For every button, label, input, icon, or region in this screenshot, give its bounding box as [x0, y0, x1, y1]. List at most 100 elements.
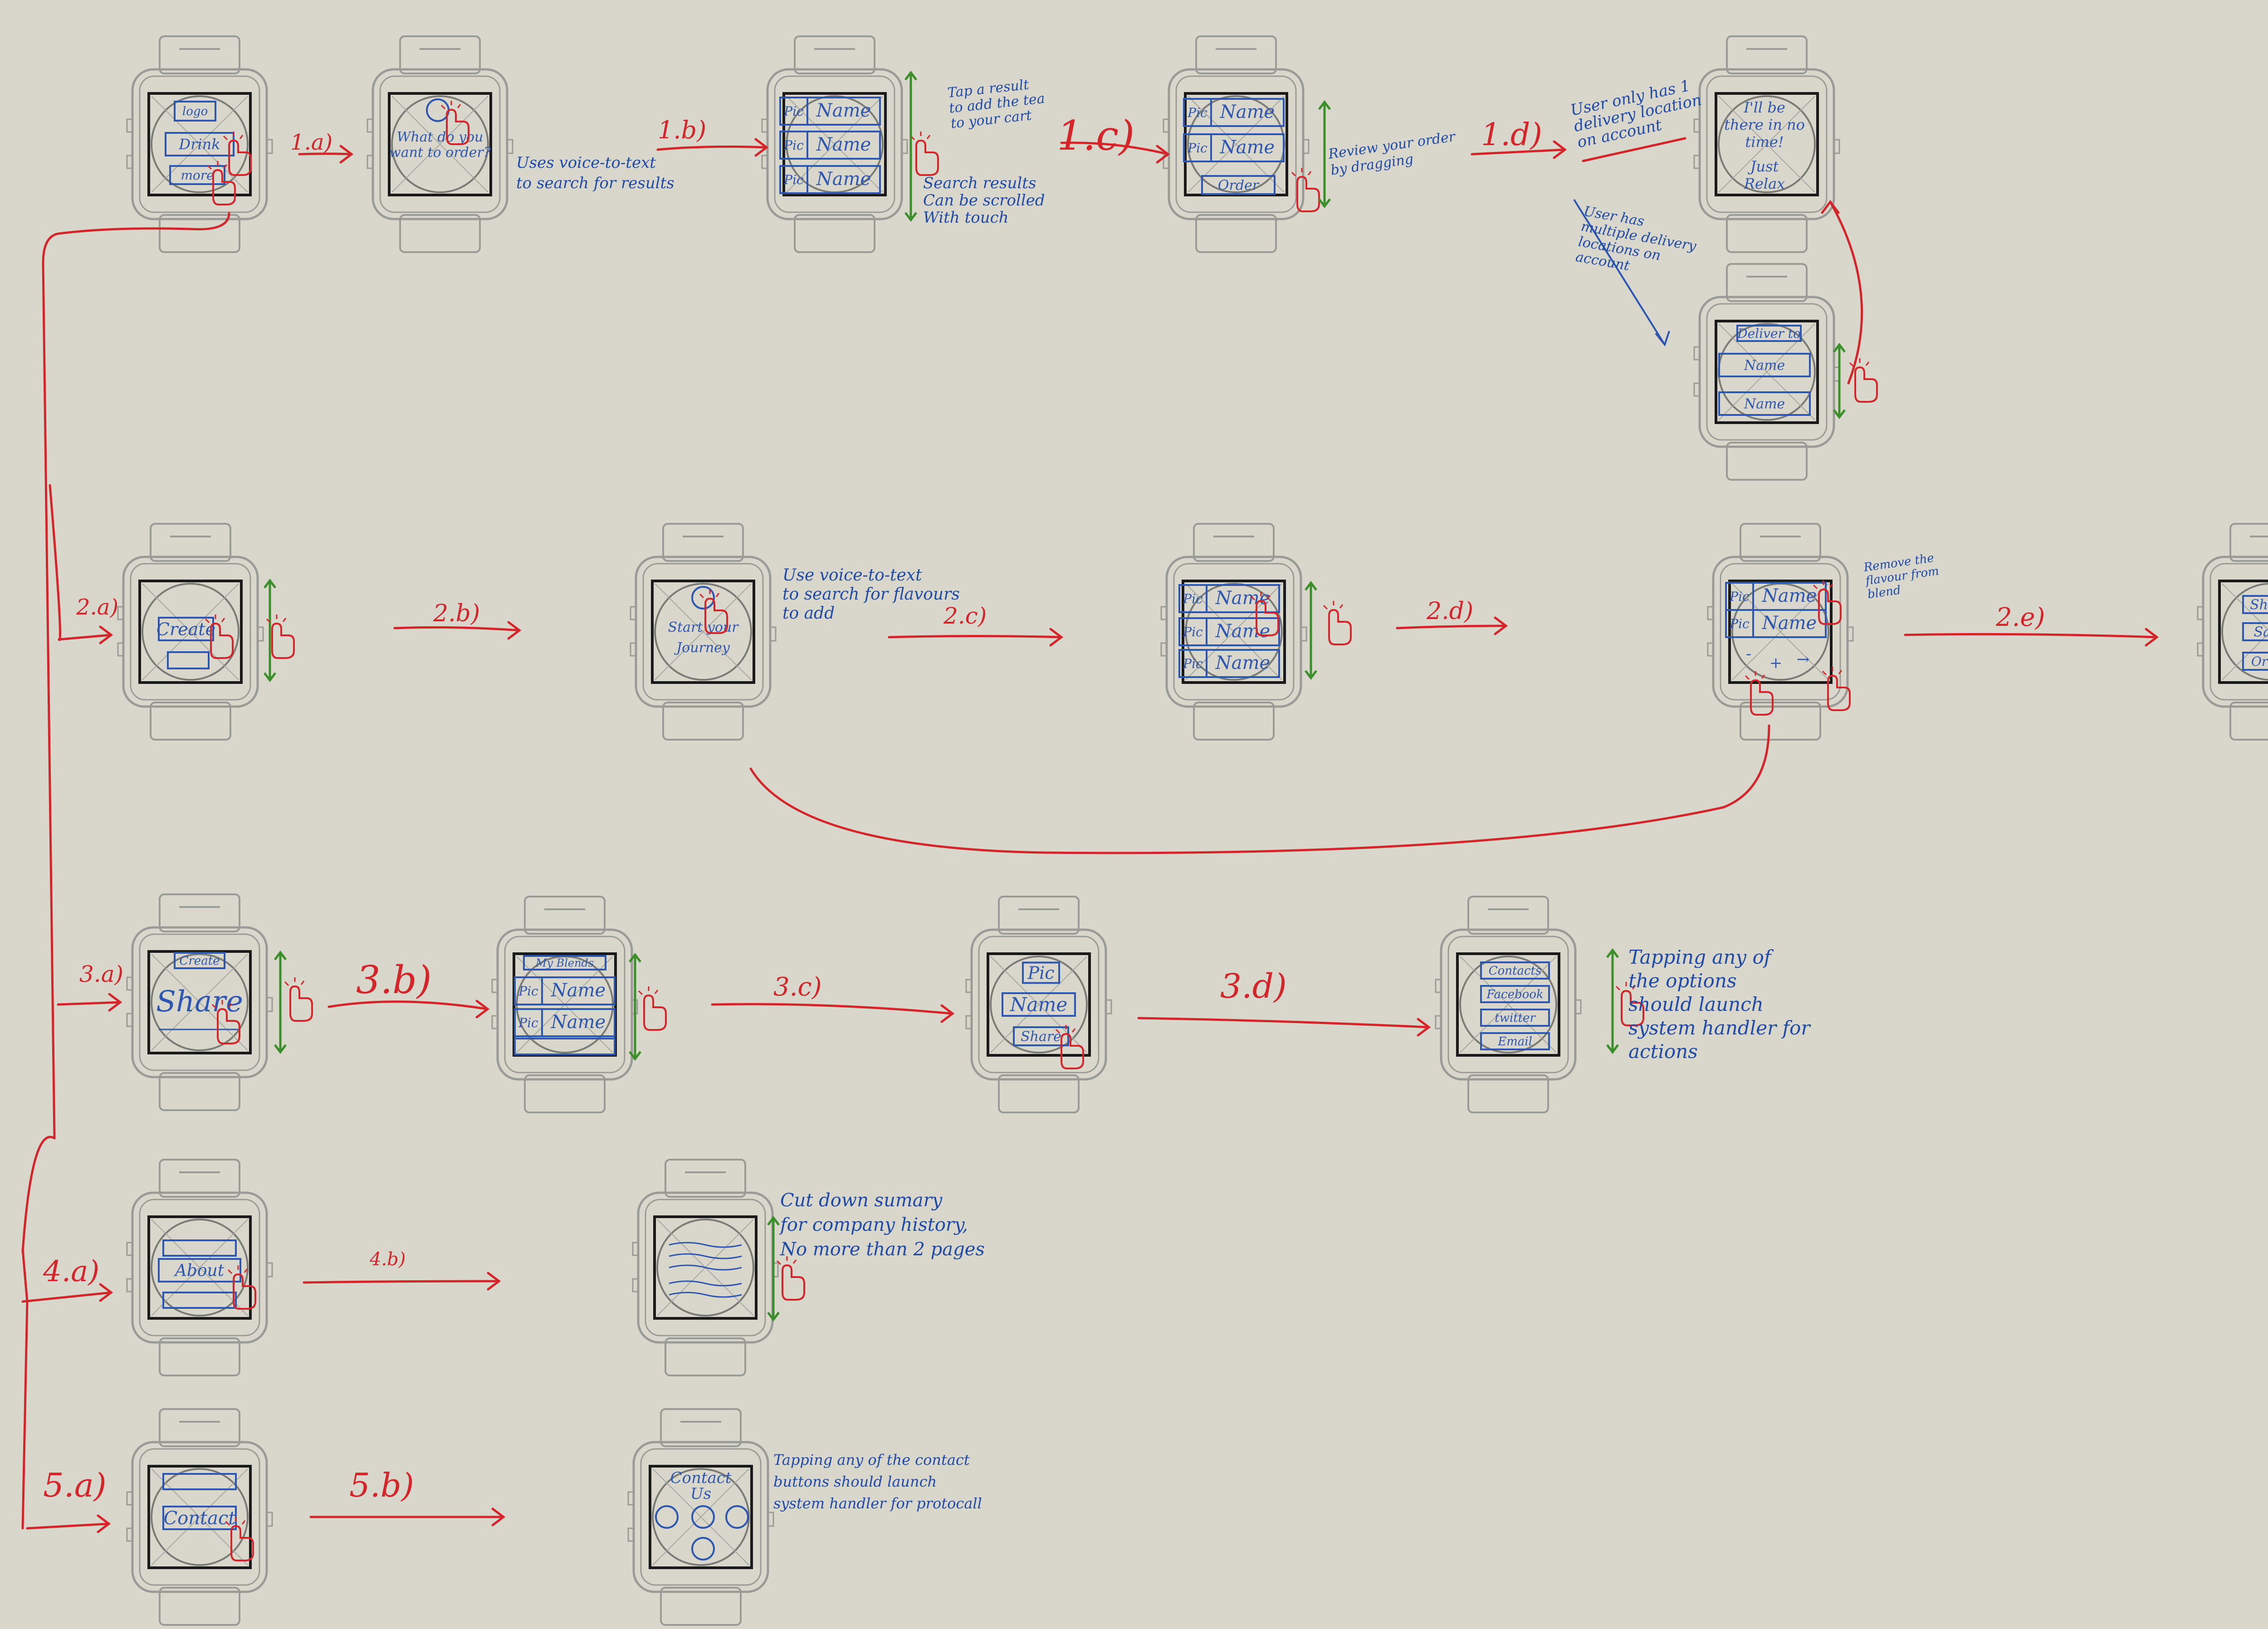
watch-strap-bottom [1194, 702, 1274, 740]
watch-blend-detail: PicNameShare [966, 897, 1111, 1112]
flow-arrow [1905, 634, 2157, 637]
tap-ray [285, 977, 304, 985]
flow-arrow [712, 1004, 953, 1014]
watch-strap-top [160, 1409, 240, 1446]
watch-strap-top [2230, 524, 2268, 561]
journey-line: Start your [668, 619, 739, 635]
step-label-3b: 3.b) [356, 958, 432, 1002]
step-label-1a: 1.a) [290, 130, 332, 155]
summary-text-line [669, 1281, 742, 1286]
watch-home: logoDrinkmore [127, 36, 272, 252]
order-button-label: Order [1218, 178, 1260, 194]
prompt-line: What do you [397, 129, 484, 145]
share-target-1-label: Contacts [1489, 964, 1542, 978]
result-3-name: Name [816, 169, 871, 190]
step-label-2c: 2.c) [943, 603, 987, 629]
watch-strap-bottom [1727, 215, 1807, 252]
flow-arrow [59, 635, 111, 639]
result-1-pic: Pic [783, 104, 804, 119]
watch-strap-bottom [151, 702, 230, 740]
step-label-2e: 2.e) [1995, 603, 2045, 632]
step-label-4a: 4.a) [43, 1255, 99, 1288]
tap-hand-shape [916, 141, 938, 175]
tap-ray [1850, 358, 1869, 366]
tap-hand-shape [1329, 610, 1351, 644]
step-label-1d: 1.d) [1481, 117, 1542, 153]
flow-arrow [1139, 1018, 1429, 1027]
eta-line: time! [1745, 133, 1784, 151]
result-3-pic: Pic [783, 172, 804, 187]
eta-line: there in no [1724, 116, 1805, 133]
tap-hand-icon [911, 132, 938, 175]
note-scroll-results-line: With touch [923, 209, 1009, 227]
share-target-2-label: Facebook [1486, 988, 1543, 1001]
email-icon[interactable] [692, 1506, 714, 1528]
watch-strap-bottom [160, 1073, 240, 1110]
watch-strap-bottom [2230, 702, 2268, 740]
watch-strap-top [160, 894, 240, 932]
blend-item-2-pic: Pic [1729, 616, 1750, 631]
chat-icon[interactable] [726, 1506, 748, 1528]
flow-arrow [23, 1292, 111, 1302]
tap-ray [911, 132, 930, 140]
drink-button-label: Drink [178, 136, 220, 153]
watch-contact-home: Contact [127, 1409, 272, 1625]
journey-line: Journey [674, 640, 730, 656]
step-label-5a: 5.a) [43, 1466, 107, 1504]
summary-text-line [669, 1254, 742, 1258]
watch-strap-top [1740, 524, 1820, 561]
blend-item-1-name: Name [1762, 585, 1817, 606]
note-about-summary-line: for company history, [779, 1214, 968, 1235]
share-button-label: Share [1021, 1029, 1061, 1045]
share-title[interactable]: Share [156, 985, 243, 1019]
contact-button-label: Contact [164, 1508, 236, 1529]
flow-arrow [658, 146, 767, 150]
mic-icon[interactable] [427, 99, 449, 121]
watch-strap-top [1468, 897, 1548, 934]
note-scroll-results-line: Search results [923, 174, 1036, 192]
watch-strap-bottom [160, 1588, 240, 1625]
phone-icon[interactable] [656, 1506, 678, 1528]
watch-contact-us: ContactUs [628, 1409, 773, 1625]
tap-ray [639, 986, 658, 995]
secondary-button[interactable] [168, 652, 209, 668]
prompt-line: want to order? [389, 145, 491, 161]
menu-slot[interactable] [163, 1292, 236, 1308]
location-1-label: Name [1744, 358, 1785, 374]
step-label-3a: 3.a) [79, 961, 123, 987]
watch-strap-bottom [1196, 215, 1276, 252]
order-item-2-pic: Pic [1187, 141, 1207, 156]
watch-strap-bottom [525, 1075, 605, 1112]
flow-arrow [329, 1002, 488, 1009]
watch-review-order: PicNamePicNameOrder [1163, 36, 1309, 252]
watch-search-results: PicNamePicNamePicName [762, 36, 907, 252]
flavour-2-name: Name [1215, 621, 1270, 642]
next-op[interactable]: → [1797, 650, 1810, 668]
note-share-options-line: system handler for [1628, 1017, 1811, 1039]
note-share-options: Tapping any ofthe optionsshould launchsy… [1628, 946, 1811, 1063]
flavour-2-pic: Pic [1183, 624, 1203, 639]
my-blend-1-pic: Pic [518, 984, 538, 999]
watch-strap-bottom [1468, 1075, 1548, 1112]
step-label-2a: 2.a) [76, 595, 118, 620]
flavour-3-name: Name [1215, 653, 1270, 673]
add-op[interactable]: + [1769, 654, 1783, 672]
share-target-4-label: Email [1497, 1035, 1532, 1049]
my-blend-2-pic: Pic [518, 1015, 538, 1030]
tap-hand-shape [644, 995, 666, 1030]
blend-name-label: Name [1010, 994, 1067, 1016]
watch-strap-top [160, 1160, 240, 1197]
note-about-summary-line: No more than 2 pages [780, 1239, 985, 1260]
watch-eta: I'll bethere in notime!JustRelax [1694, 36, 1839, 252]
tap-ray [1324, 601, 1343, 609]
note-voice-flavours: Use voice-to-textto search for flavourst… [782, 566, 960, 623]
web-icon[interactable] [692, 1538, 714, 1560]
watch-strap-bottom [160, 1338, 240, 1375]
eta-line: Just [1748, 158, 1779, 175]
remove-op[interactable]: - [1746, 645, 1751, 663]
watch-strap-top [400, 36, 480, 73]
watch-strap-bottom [1740, 702, 1820, 740]
flavour-1-pic: Pic [1183, 591, 1203, 606]
watch-strap-top [525, 897, 605, 934]
watch-strap-bottom [665, 1338, 745, 1375]
